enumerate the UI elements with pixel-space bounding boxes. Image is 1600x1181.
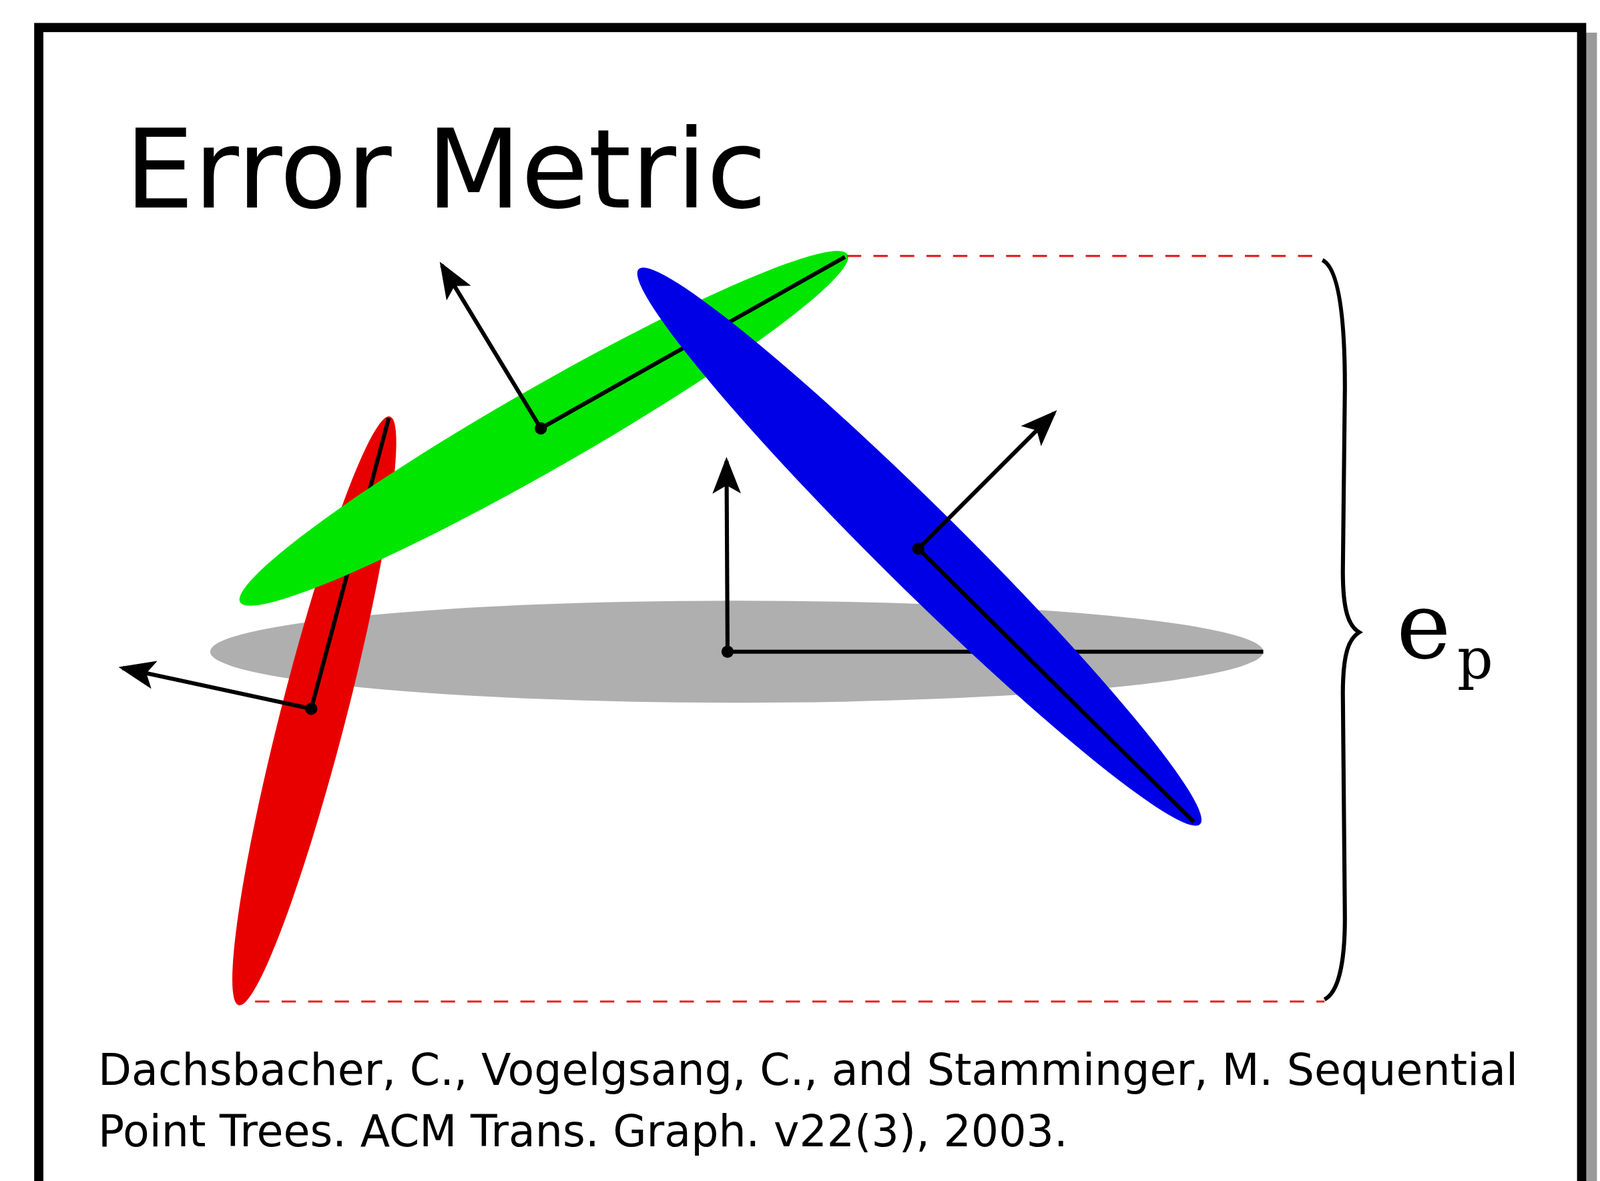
blue-splat: [610, 240, 1229, 854]
extent-line: [254, 1000, 1325, 1003]
normal-arrow: [918, 413, 1054, 549]
normal-arrow: [441, 264, 541, 429]
curly-brace: [1322, 260, 1360, 1000]
normal-arrow: [726, 461, 728, 653]
frame: [38, 27, 1582, 1181]
error-symbol: e: [1396, 580, 1452, 673]
error-subscript: p: [1457, 630, 1494, 687]
center-dot: [305, 702, 318, 715]
center-dot: [912, 542, 925, 555]
center-dot: [534, 422, 547, 435]
diagram-title: Error Metric: [124, 115, 767, 225]
frame-shadow: [1584, 32, 1597, 1181]
tangent-axis: [918, 548, 1195, 823]
center-dot: [721, 646, 734, 659]
citation-caption: Dachsbacher, C., Vogelgsang, C., and Sta…: [98, 1039, 1567, 1163]
extent-line: [847, 254, 1323, 257]
normal-arrow: [122, 668, 312, 709]
